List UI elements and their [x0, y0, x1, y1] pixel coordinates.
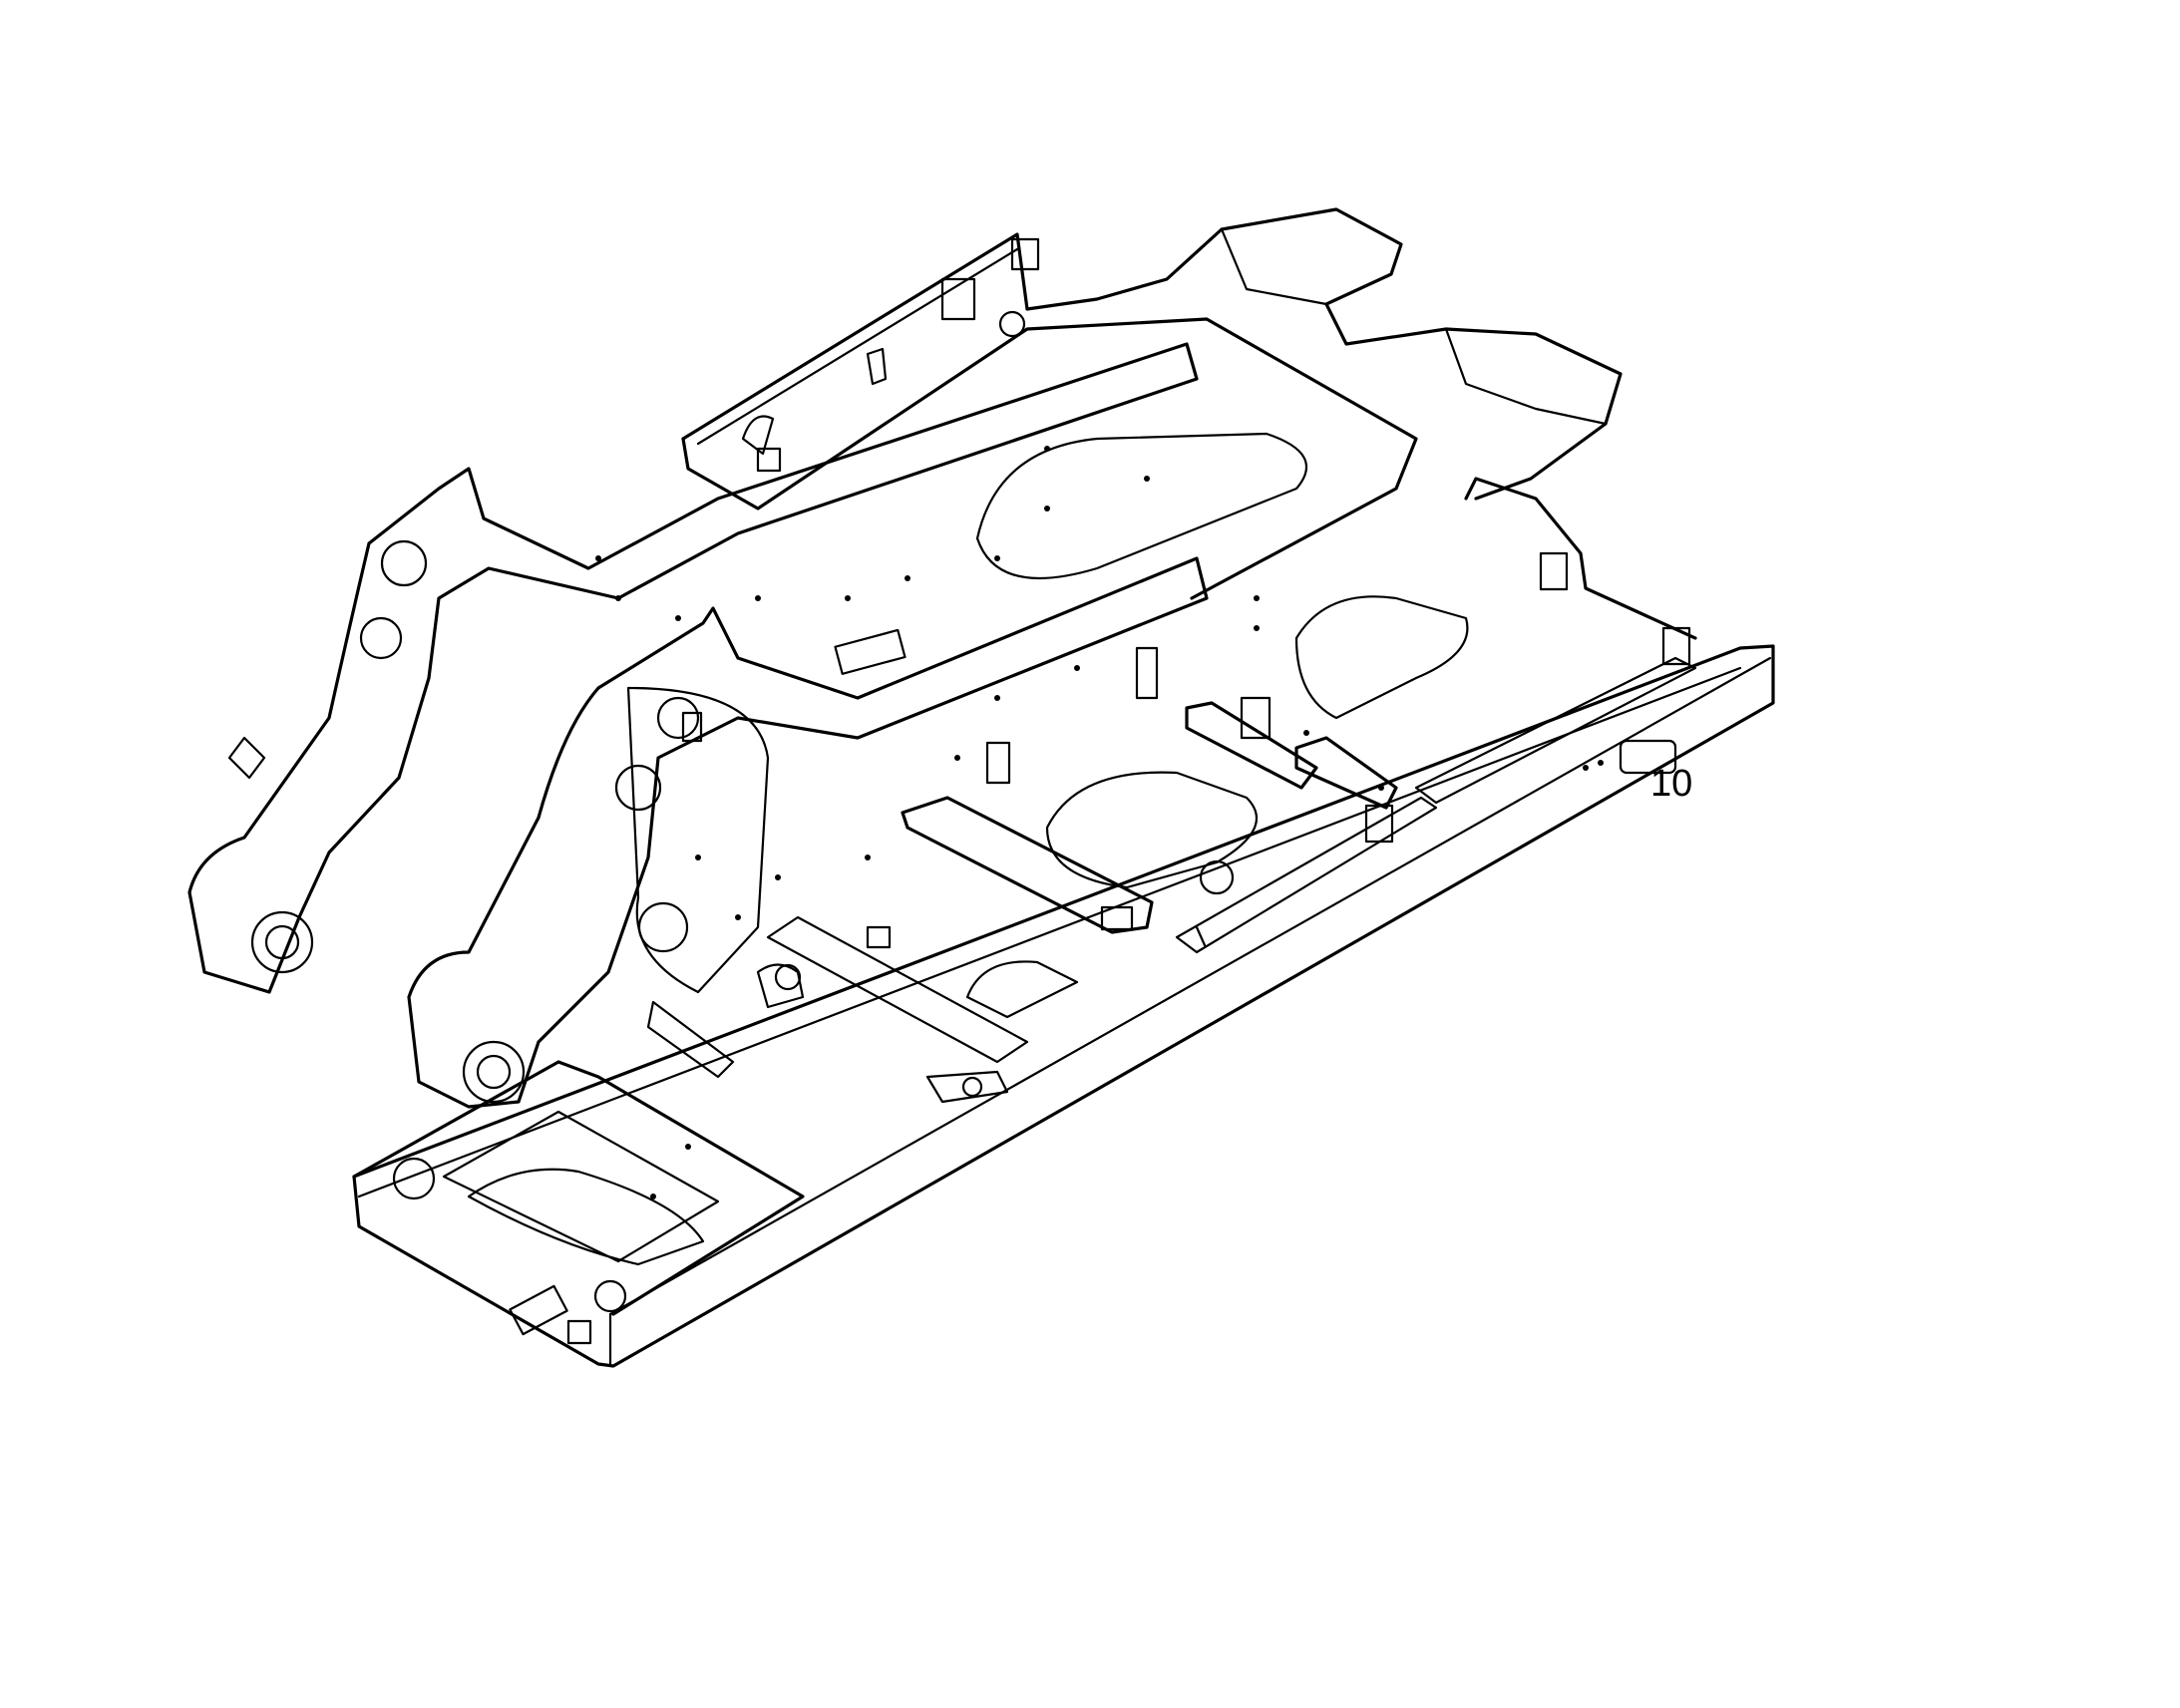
cross-beams — [646, 477, 1697, 1104]
right-boom-plate — [407, 556, 1209, 1109]
left-boom-plate — [187, 342, 1199, 994]
bolt-holes — [595, 446, 1604, 1199]
front-cross-member — [352, 1060, 805, 1345]
main-rail — [352, 644, 1775, 1368]
callout-label-10: 10 — [1650, 763, 1693, 805]
upper-frame — [681, 207, 1623, 600]
